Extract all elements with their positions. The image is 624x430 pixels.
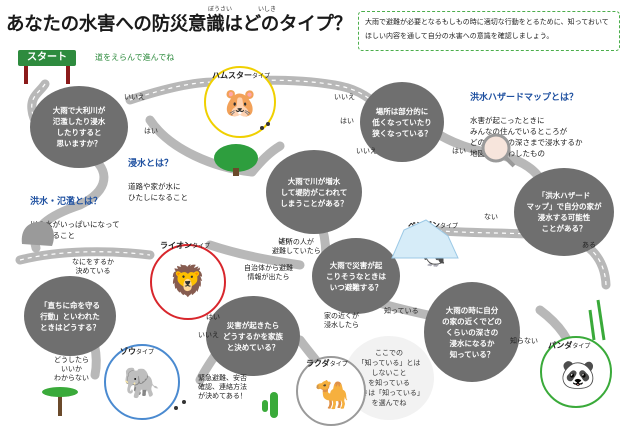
title-ruby-ishiki: いしき: [258, 6, 277, 13]
info-hazard-head: 洪水ハザードマップとは？: [470, 93, 579, 103]
page-title: あなたの水害への防災意識はどのタイプ？: [6, 14, 352, 35]
info-inundation-head: 浸水とは？: [128, 159, 174, 169]
penguin-icon: 🐧: [415, 234, 453, 269]
elephant-result: 🐘: [104, 344, 180, 420]
start-label: スタート: [18, 50, 76, 66]
panda-result: 🐼: [540, 336, 612, 408]
question-8: 大雨の時に自分 の家の近くでどの くらいの深さの 浸水になるか 知っている？: [424, 282, 520, 382]
hamster-result: 🐹: [204, 66, 276, 138]
info-hazard-map: 洪水ハザードマップとは？ 水害が起こったときに みんなの住んでいるところが どの…: [470, 82, 583, 159]
question-6: 「直ちに命を守る 行動」といわれた ときはどうする？: [24, 276, 116, 356]
start-post-left: [24, 66, 28, 84]
label-shitteiru: 知っている: [384, 307, 419, 315]
intro-text: 大雨で避難が必要となるもしもの時に適切な行動をとるために、知っておいてほしい内容…: [358, 11, 620, 51]
title-ruby-bousai: ぼうさい: [208, 6, 233, 13]
memo-note: ここでの 「知っている」とは しないこと を知っている ときは「知っている」 を…: [344, 336, 434, 420]
label-aru: ある: [582, 241, 596, 249]
panda-icon: 🐼: [560, 358, 596, 391]
start-sign: スタート: [18, 50, 76, 84]
answer-unsure: どうしたら いいか わからない: [54, 356, 89, 382]
label-nai: ない: [484, 213, 498, 221]
question-5: 大雨で災害が起 こりそうなときは いつ避難する？: [312, 238, 400, 314]
label-shiranai: 知らない: [510, 337, 538, 345]
lion-result: 🦁: [150, 244, 226, 320]
start-tip: 道をえらんで進んでね: [95, 53, 175, 62]
penguin-label: ペンギンタイプ: [408, 221, 459, 230]
hamster-label: ハムスタータイプ: [212, 71, 271, 80]
question-7: 災害が起きたら どうするかを家族 と決めている？: [206, 296, 300, 376]
label-hai-5: はい: [206, 313, 220, 321]
start-post-right: [66, 66, 70, 84]
question-1: 大雨で大利川が 氾濫したり浸水 したりすると 思いますか？: [30, 86, 128, 168]
label-iie-1: いいえ: [124, 93, 145, 101]
info-flood: 洪水・氾濫とは？ 川の水がいっぱいになって あふれること: [30, 186, 120, 241]
label-iie-4: いいえ: [198, 331, 219, 339]
camel-label: ラクダタイプ: [306, 359, 348, 368]
answer-municipality: 自治体から避難 情報が出たら: [244, 264, 293, 281]
lion-icon: 🦁: [169, 264, 207, 299]
hamster-icon: 🐹: [222, 86, 258, 119]
question-3: 大雨で川が増水 して堤防がこわれて しまうことがある？: [266, 150, 362, 234]
label-hai-4: はい: [278, 237, 292, 245]
panda-label: パンダタイプ: [548, 341, 591, 350]
answer-flooded-nearby: 家の近くが 浸水したら: [324, 312, 359, 329]
info-flood-head: 洪水・氾濫とは？: [30, 197, 103, 207]
info-inundation-body: 道路や家が水に ひたしになること: [128, 182, 188, 202]
label-hai-3: はい: [452, 147, 466, 155]
question-2: 場所は部分的に 低くなっていたり 狭くなっている？: [360, 82, 444, 162]
answer-neighbors: 近所の人が 避難していたら: [272, 238, 321, 255]
info-hazard-body: 水害が起こったときに みんなの住んでいるところが どのくらいの深さまで浸水するか…: [470, 116, 583, 158]
question-4: 「洪水ハザード マップ」で自分の家が 浸水する可能性 ことがある？: [514, 168, 614, 256]
lion-label: ライオンタイプ: [160, 241, 211, 250]
label-hai-1: はい: [144, 127, 158, 135]
info-flood-body: 川の水がいっぱいになって あふれること: [30, 220, 120, 240]
elephant-icon: 🐘: [123, 366, 161, 401]
elephant-label: ゾウタイプ: [120, 347, 155, 356]
label-iie-3: いいえ: [356, 147, 377, 155]
answer-decided: なにをするか 決めている: [72, 258, 114, 275]
label-hai-2: はい: [340, 117, 354, 125]
label-iie-2: いいえ: [334, 93, 355, 101]
info-inundation: 浸水とは？ 道路や家が水に ひたしになること: [128, 148, 188, 203]
camel-result: 🐪: [296, 356, 366, 426]
answer-family-plan: 緊急避難、安否 確認、連絡方法 が決めてある！: [198, 374, 247, 400]
camel-icon: 🐪: [314, 378, 350, 411]
